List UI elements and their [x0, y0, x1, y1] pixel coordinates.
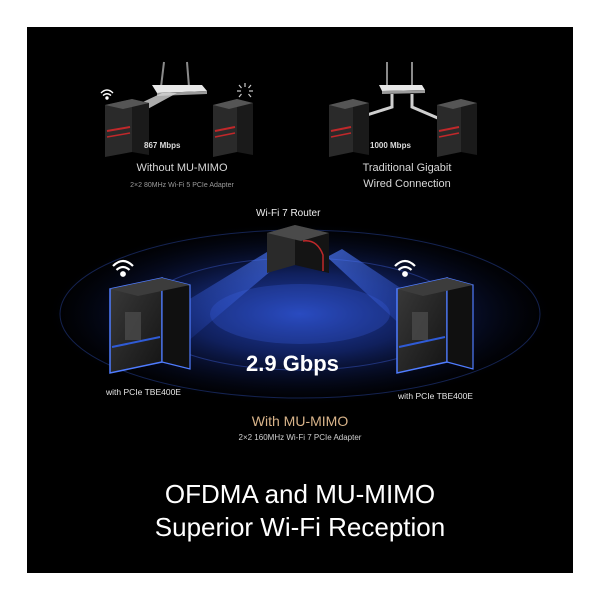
top-left-scene [100, 61, 253, 157]
pc-case-left-icon [109, 277, 191, 374]
coverage-core [210, 284, 390, 344]
router-label: Wi-Fi 7 Router [256, 208, 321, 219]
pc-case-icon [213, 99, 253, 157]
pc-case-icon [105, 99, 149, 157]
pc-case-icon [329, 99, 369, 157]
mu-mimo-scene [50, 224, 550, 404]
small-router-icon [152, 61, 207, 96]
top-left-subtitle: 2×2 80MHz Wi-Fi 5 PCIe Adapter [130, 182, 234, 189]
top-left-title: Without MU-MIMO [136, 162, 228, 174]
throughput-value: 2.9 Gbps [246, 351, 339, 376]
top-right-scene [329, 62, 477, 157]
ethernet-cable [410, 94, 448, 124]
wifi-icon [100, 89, 114, 100]
loading-spinner-icon [237, 83, 253, 98]
product-infographic: 867 Mbps Without MU-MIMO 2×2 80MHz Wi-Fi… [27, 27, 573, 573]
wifi-icon [394, 259, 416, 277]
headline-line2: Superior Wi-Fi Reception [154, 512, 446, 542]
wifi-icon [112, 259, 134, 277]
top-right-title-line1: Traditional Gigabit [362, 162, 452, 174]
mu-mimo-subtitle: 2×2 160MHz Wi-Fi 7 PCIe Adapter [238, 433, 362, 442]
right-pc-label: with PCIe TBE400E [398, 391, 473, 401]
left-pc-label: with PCIe TBE400E [106, 387, 181, 397]
small-router-icon [379, 62, 425, 94]
wifi7-router-icon [267, 225, 329, 273]
top-right-title-line2: Wired Connection [363, 178, 451, 190]
pc-case-right-icon [396, 277, 474, 374]
top-left-speed: 867 Mbps [144, 141, 181, 150]
pc-case-icon [437, 99, 477, 157]
top-right-speed: 1000 Mbps [370, 141, 411, 150]
infographic-graphics [50, 61, 550, 404]
headline-line1: OFDMA and MU-MIMO [164, 479, 436, 509]
mu-mimo-title: With MU-MIMO [251, 413, 349, 429]
